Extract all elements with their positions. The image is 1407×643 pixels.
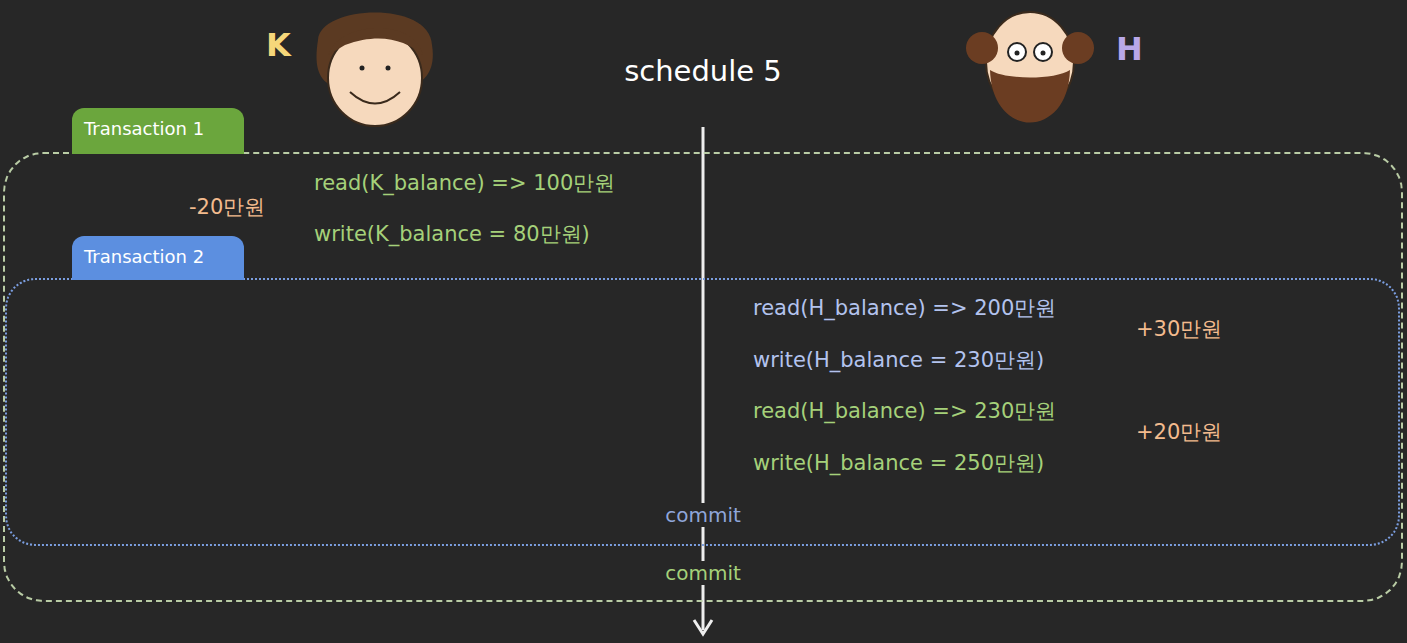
k-face	[317, 13, 433, 127]
commit-text: commit	[659, 503, 747, 527]
transaction-tab: Transaction 1	[72, 108, 244, 154]
transaction-tab: Transaction 2	[72, 236, 244, 280]
commit-text: commit	[659, 561, 747, 585]
operation-text: write(H_balance = 230만원)	[753, 348, 1044, 373]
operation-text: read(H_balance) => 200만원	[753, 296, 1056, 321]
operation-text: write(H_balance = 250만원)	[753, 451, 1044, 476]
transaction-region: Transaction 1Transaction 2	[3, 152, 1403, 602]
time-arrowhead	[694, 620, 712, 634]
operation-text: write(K_balance = 80만원)	[314, 222, 590, 247]
operation-text: read(H_balance) => 230만원	[753, 399, 1056, 424]
time-axis	[702, 127, 705, 630]
operation-text: read(K_balance) => 100만원	[314, 171, 615, 196]
schedule-title: schedule 5	[624, 54, 782, 89]
amount-note: +30만원	[1136, 317, 1222, 342]
person-letter: K	[266, 26, 291, 64]
h-face	[966, 12, 1094, 123]
amount-note: -20만원	[189, 195, 265, 220]
amount-note: +20만원	[1136, 420, 1222, 445]
person-letter: H	[1116, 30, 1143, 68]
